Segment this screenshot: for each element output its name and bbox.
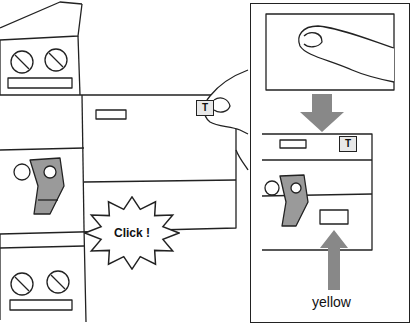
click-starburst: Click ! — [84, 196, 180, 270]
button-letter: T — [345, 139, 351, 149]
sound-label: Click ! — [114, 226, 150, 240]
test-button: T — [196, 100, 214, 116]
inset-panel: yellow T — [250, 3, 410, 323]
button-letter: T — [202, 103, 208, 113]
color-label: yellow — [312, 294, 351, 310]
test-button: T — [339, 136, 357, 152]
